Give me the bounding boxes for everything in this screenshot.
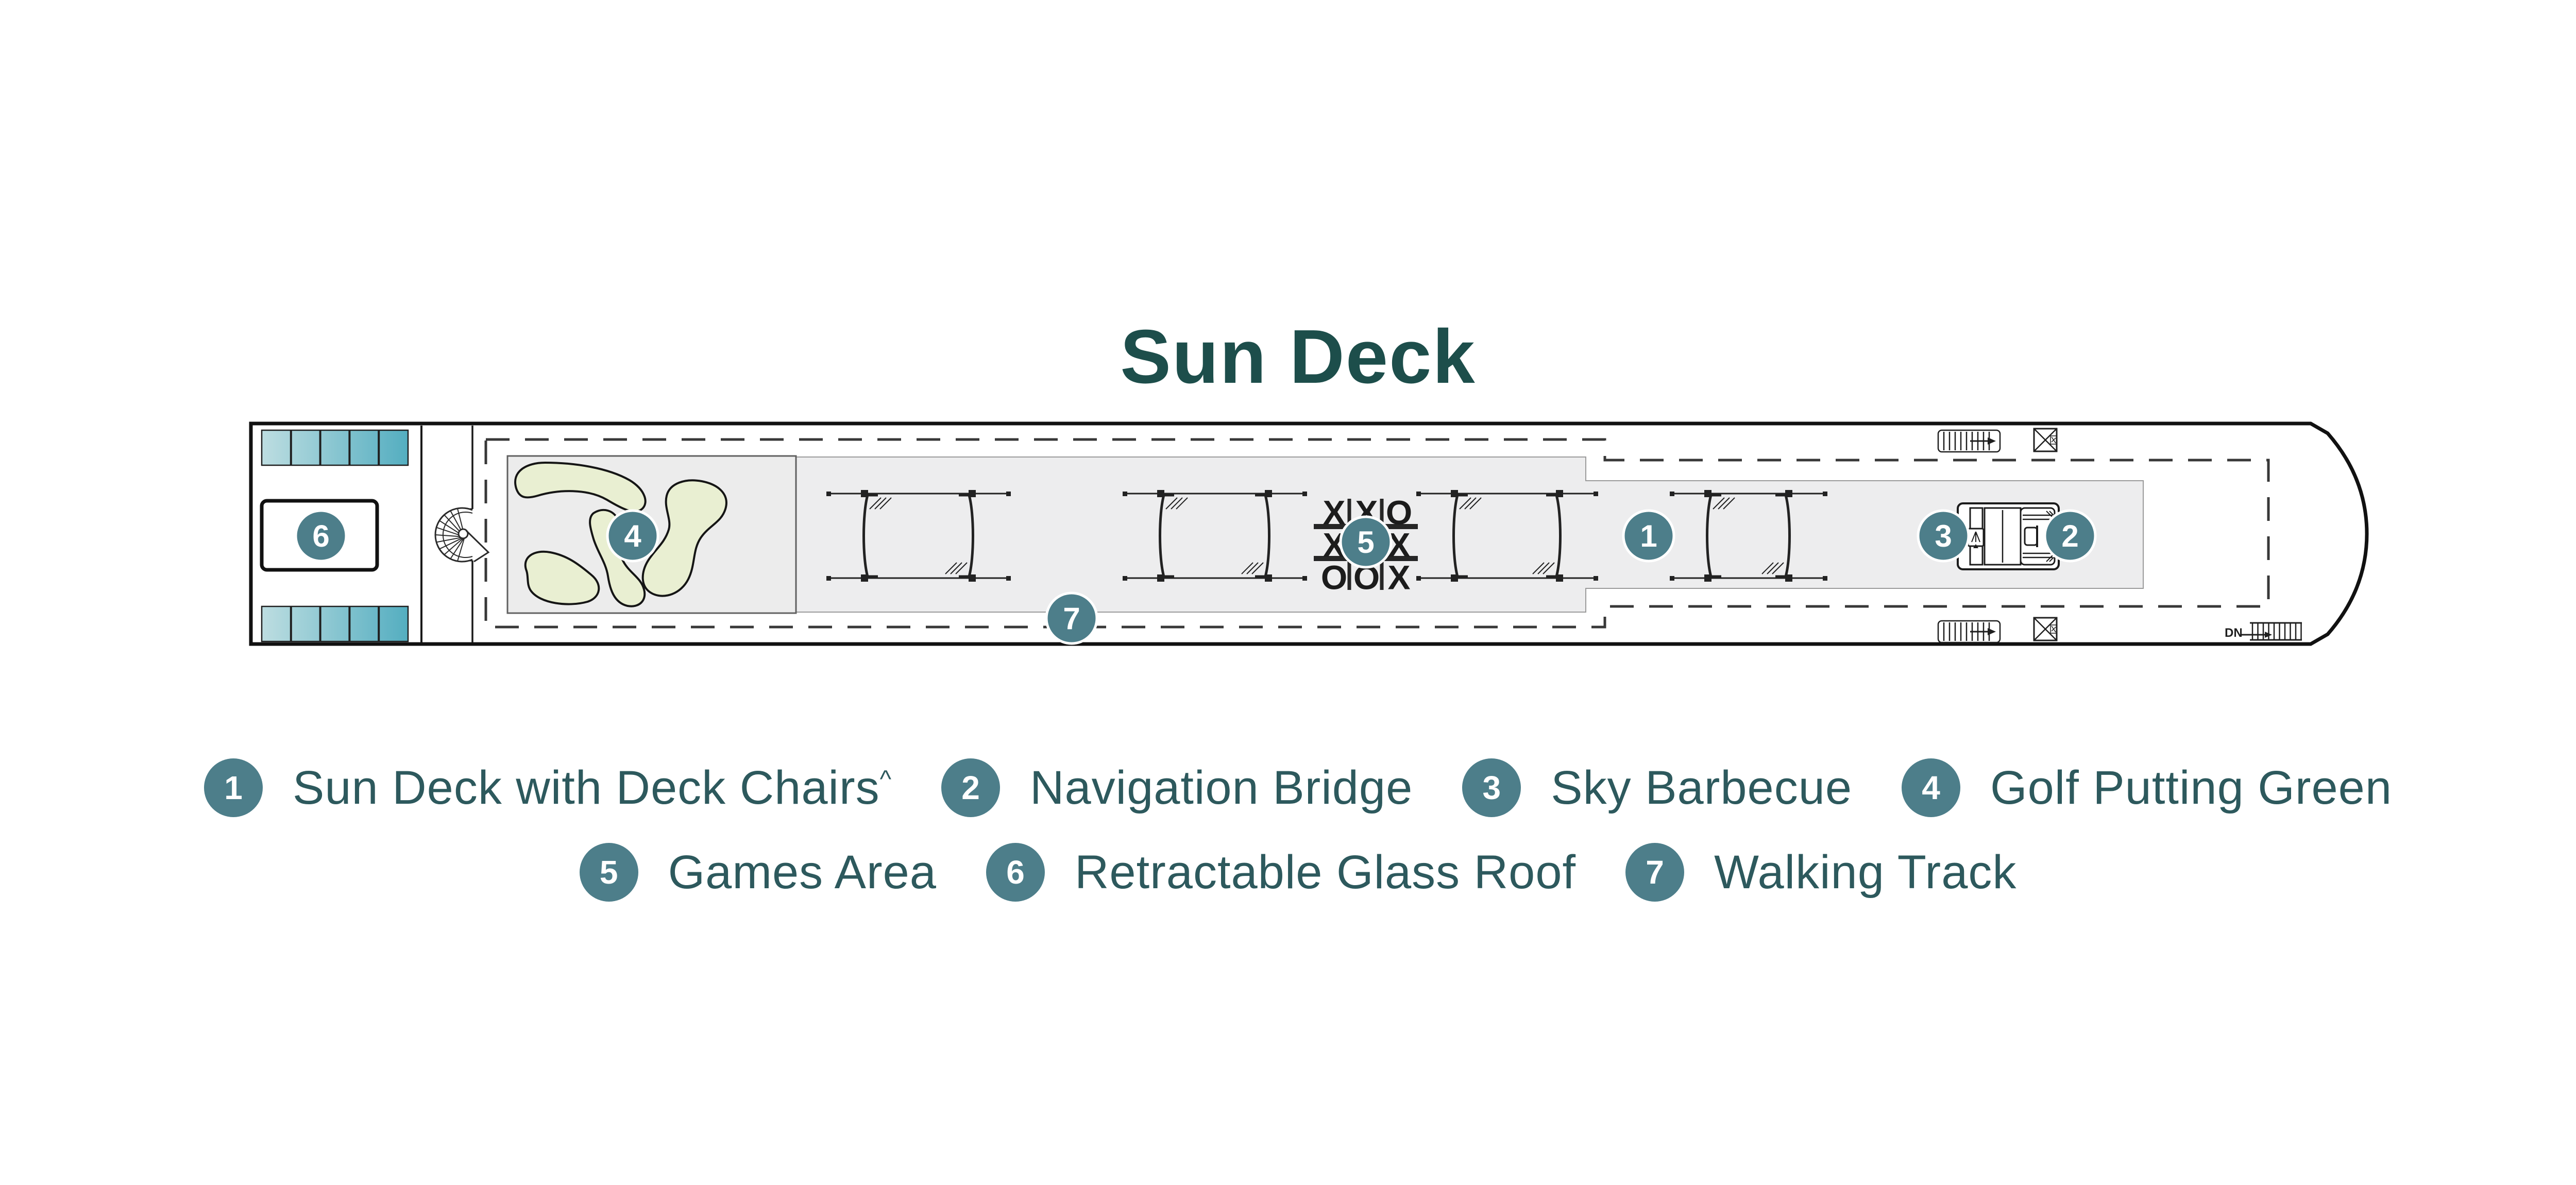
stairs-and-elevator-icons: [1937, 428, 2058, 644]
svg-text:5: 5: [1357, 525, 1374, 560]
legend-item-5: 5 Games Area: [579, 843, 937, 902]
glass-panel: [262, 606, 291, 641]
skylight-frame: [826, 490, 1011, 582]
svg-text:7: 7: [1063, 601, 1080, 636]
marker-3: 3: [1917, 509, 1970, 563]
tictactoe-symbol: X: [1387, 558, 1410, 597]
tictactoe-symbol: O: [1386, 494, 1412, 532]
legend-label: Navigation Bridge: [1030, 761, 1413, 814]
elevator-icon: [2033, 428, 2058, 452]
staircase-icon: [1937, 429, 2001, 453]
page-title: Sun Deck: [1120, 314, 1476, 399]
glass-panel: [291, 606, 320, 641]
glass-panel: [379, 606, 408, 641]
walking-track-dashed-line: [484, 438, 2270, 629]
legend-item-4: 4 Golf Putting Green: [1902, 758, 2392, 817]
tictactoe-symbol: O: [1321, 558, 1347, 597]
svg-text:4: 4: [624, 519, 641, 553]
elevator-icon: [2033, 617, 2058, 641]
legend-item-7: 7 Walking Track: [1625, 843, 2016, 902]
marker-6: 6: [294, 509, 348, 563]
marker-7: 7: [1045, 591, 1098, 645]
legend-number-badge: 3: [1462, 758, 1521, 817]
legend-item-1: 1 Sun Deck with Deck Chairs^: [204, 758, 892, 817]
green-blob: [514, 461, 647, 513]
glass-panel: [291, 430, 320, 465]
legend-row: 5 Games Area 6 Retractable Glass Roof 7 Walki…: [0, 843, 2576, 902]
legend-number-badge: 2: [941, 758, 1001, 817]
legend-label: Walking Track: [1714, 845, 2017, 899]
svg-text:6: 6: [312, 519, 329, 553]
legend-item-6: 6 Retractable Glass Roof: [986, 843, 1576, 902]
deck-surface: [507, 456, 2144, 613]
svg-text:3: 3: [1935, 519, 1952, 553]
green-blob: [524, 550, 600, 605]
glass-panel: [320, 606, 350, 641]
glass-panel: [349, 430, 379, 465]
legend-item-3: 3 Sky Barbecue: [1462, 758, 1852, 817]
legend-number-badge: 1: [204, 758, 263, 817]
glass-panel: [262, 430, 291, 465]
legend-label: Golf Putting Green: [1990, 761, 2392, 814]
staircase-icon: [1937, 620, 2001, 644]
deck-markers: 1 2 3 4 5 6 7: [294, 509, 2097, 645]
spiral-staircase-icon: [434, 507, 490, 563]
legend-number-badge: 6: [986, 843, 1045, 902]
dn-label: DN: [2225, 626, 2243, 640]
legend-row: 1 Sun Deck with Deck Chairs^ 2 Navigation B…: [0, 758, 2576, 817]
marker-5: 5: [1339, 515, 1393, 569]
green-blob: [641, 479, 727, 597]
legend-item-2: 2 Navigation Bridge: [941, 758, 1413, 817]
legend-number-badge: 7: [1625, 843, 1685, 902]
legend-number-badge: 4: [1902, 758, 1961, 817]
marker-4: 4: [606, 509, 659, 563]
glass-panel: [349, 606, 379, 641]
skylight-frame: [1416, 490, 1598, 582]
svg-text:2: 2: [2061, 519, 2078, 553]
legend-label: Retractable Glass Roof: [1074, 845, 1577, 899]
glass-panel: [320, 430, 350, 465]
legend-number-badge: 5: [579, 843, 638, 902]
skylight-frame: [1123, 490, 1307, 582]
tictactoe-symbol: X: [1323, 494, 1345, 532]
captain-chair-icon: [2024, 527, 2038, 546]
marker-2: 2: [2043, 509, 2097, 563]
svg-text:1: 1: [1640, 519, 1657, 553]
legend-label: Sky Barbecue: [1551, 761, 1853, 814]
navigation-bridge-console: [1957, 502, 2060, 570]
legend: 1 Sun Deck with Deck Chairs^ 2 Navigation B…: [0, 758, 2576, 927]
dn-stair-icon: DN: [2225, 622, 2302, 641]
skylight-frames: [826, 490, 1827, 582]
glass-roof-panels: [261, 429, 409, 642]
legend-label: Sun Deck with Deck Chairs^: [292, 761, 892, 814]
skylight-frame: [1670, 490, 1827, 582]
glass-panel: [379, 430, 408, 465]
marker-1: 1: [1622, 509, 1675, 563]
legend-label: Games Area: [668, 845, 937, 899]
